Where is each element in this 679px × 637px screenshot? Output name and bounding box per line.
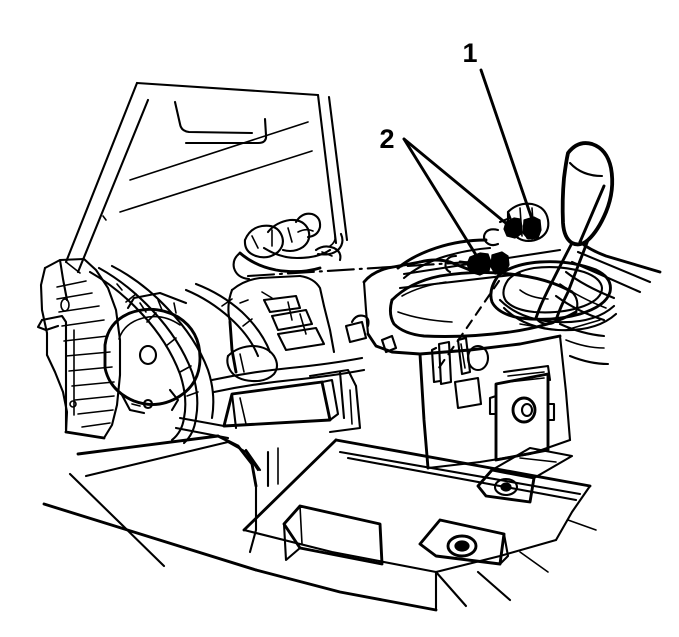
console-rear-trim [398,184,662,366]
leader-line-2b [402,137,515,231]
leader-line-1 [479,68,536,227]
hidden-edge-line [434,279,501,374]
left-support-bracket [36,257,122,440]
floor-console-body [362,258,579,470]
floor-pan [42,434,597,612]
callout-leader-lines [402,68,536,265]
leader-line-2a [402,137,483,265]
seat-motor-drum [103,291,202,415]
seat-back-panel [64,81,349,291]
shift-lever-assembly [534,141,615,326]
seat-recliner-mechanism [232,212,344,281]
vehicle-centerline [246,260,472,278]
shifter-bezel-plate [489,260,618,332]
wiring-harness [88,264,366,445]
mounting-bolt-lower [444,251,510,276]
upper-floor-bracket [174,368,362,440]
miscellaneous-detail [142,245,398,410]
callout-label-2: 2 [379,124,394,154]
console-lower-structure [226,274,336,383]
callout-label-1: 1 [462,38,477,68]
